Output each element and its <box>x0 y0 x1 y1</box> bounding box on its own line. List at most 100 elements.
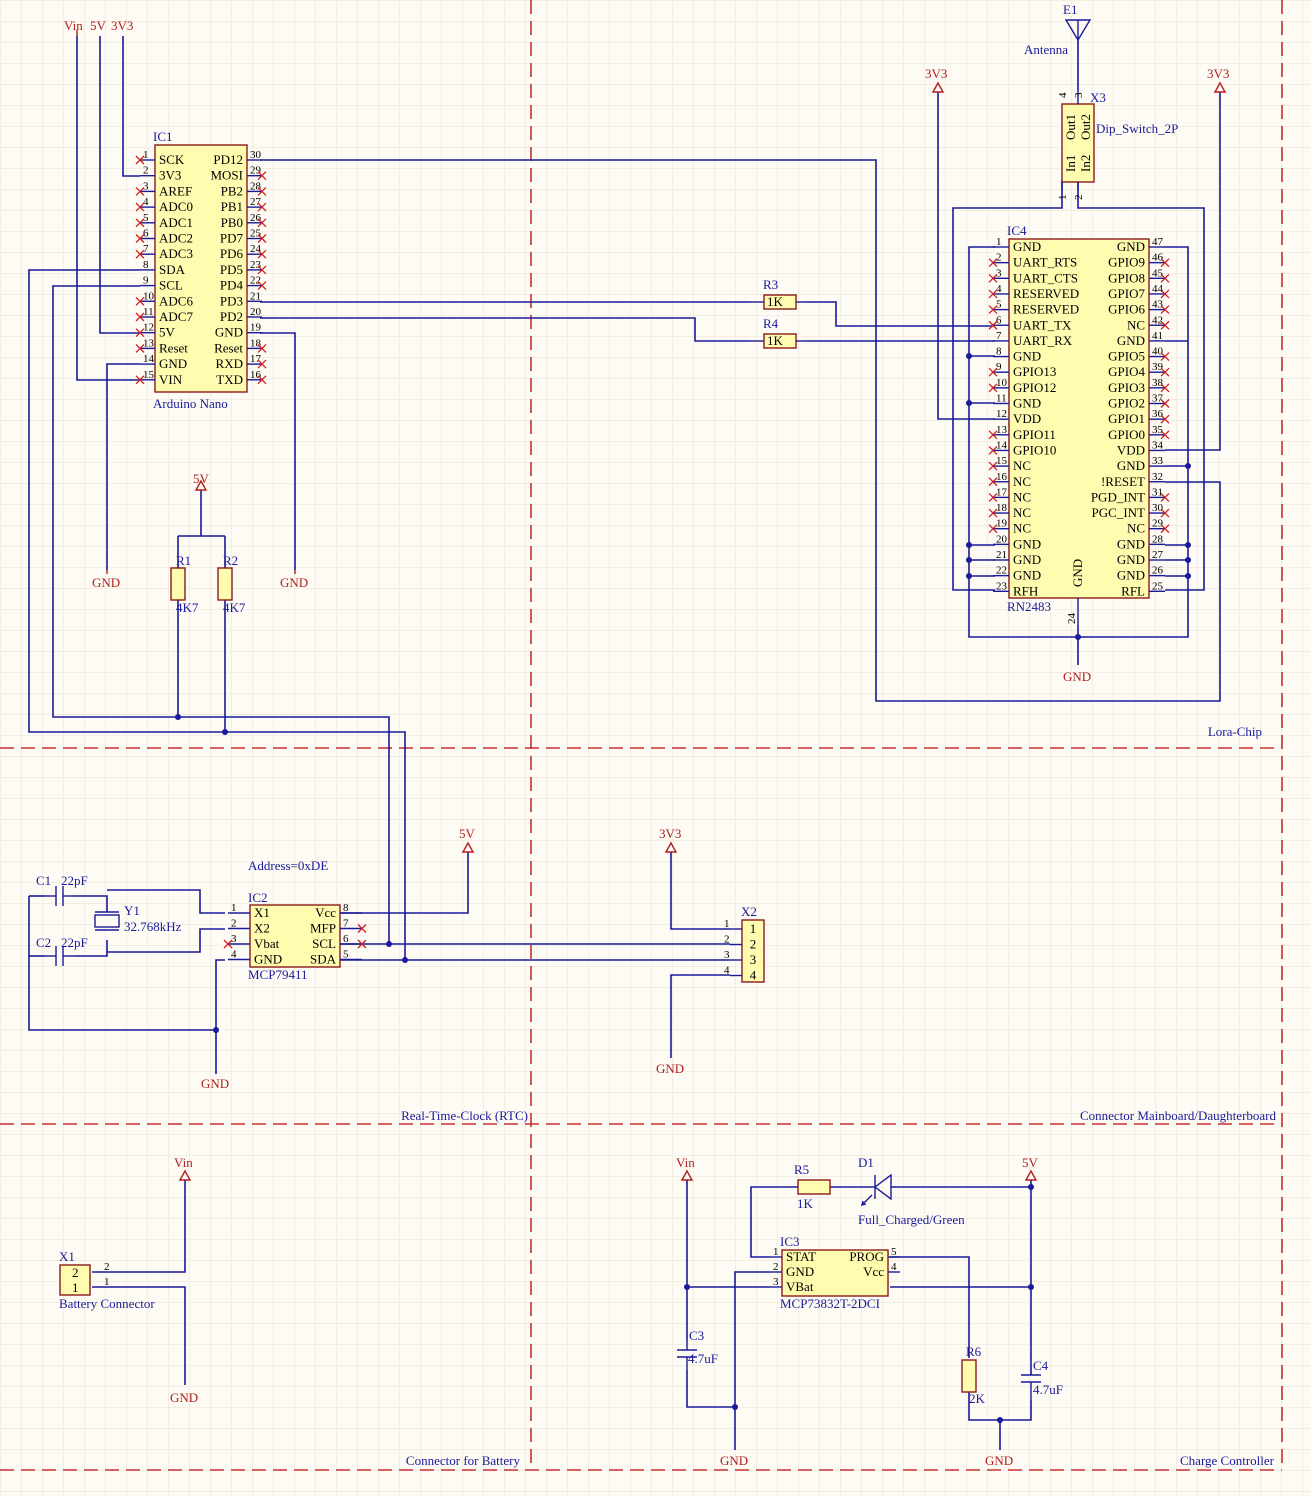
ic4-no-connect-mark <box>1160 305 1170 315</box>
ic3-left-pin-label: STAT <box>786 1249 816 1264</box>
ic1-right-pin-label: RXD <box>216 356 243 371</box>
svg-text:C1: C1 <box>36 873 51 888</box>
ic4-left-pin-num: 7 <box>996 330 1002 342</box>
ic2-no-connect-mark <box>223 939 233 949</box>
ic1-left-pin-num: 6 <box>143 228 149 240</box>
ic3-right-pin-label: Vcc <box>863 1264 884 1279</box>
ic4-name: RN2483 <box>1007 599 1051 614</box>
ic1-right-pin-label: GND <box>215 325 243 340</box>
ic1-left-pin-label: ADC0 <box>159 199 193 214</box>
ic2-left-pin-label: Vbat <box>254 936 280 951</box>
ic1-pins: SCK13V32AREF3ADC04ADC15ADC26ADC37SDA8SCL… <box>135 149 267 387</box>
ic2-left-pin-num: 1 <box>231 902 237 914</box>
ic4-gnd-inner: GND <box>1070 559 1085 587</box>
ic4-right-pin-label: GPIO4 <box>1108 364 1145 379</box>
ic4-left-pin-label: GND <box>1013 536 1041 551</box>
ic4-left-pin-num: 5 <box>996 299 1002 311</box>
d1-led: D1 Full_Charged/Green <box>858 1155 965 1227</box>
ic1-right-pin-label: PD5 <box>220 262 243 277</box>
power-port-vin-ic1: Vin <box>64 18 83 36</box>
ic1-no-connect-mark <box>257 249 267 259</box>
ic4-right-pin-label: GPIO7 <box>1108 286 1145 301</box>
zone-label-lora: Lora-Chip <box>1208 724 1262 739</box>
svg-text:X1: X1 <box>59 1249 75 1264</box>
ic4-right-pin-label: GPIO0 <box>1108 427 1145 442</box>
ic1-no-connect-mark <box>257 265 267 275</box>
power-port-3v3-conn: 3V3 <box>659 826 681 853</box>
x1-pin-label-1: 1 <box>72 1280 79 1295</box>
x3-pin-out2: Out2 <box>1078 114 1093 140</box>
svg-text:GND: GND <box>656 1061 684 1076</box>
ic1-right-pin-label: PD2 <box>220 309 243 324</box>
ic4-right-pin-label: GND <box>1117 552 1145 567</box>
ic1-no-connect-mark <box>257 218 267 228</box>
ic1-right-pin-label: PD4 <box>220 278 244 293</box>
ic1-no-connect-mark <box>257 281 267 291</box>
ic1-right-pin-num: 16 <box>250 369 262 381</box>
power-port-vin-charge: Vin <box>676 1155 695 1181</box>
power-port-3v3-rn-left: 3V3 <box>925 66 947 93</box>
ic1-right-pin-num: 17 <box>250 353 262 365</box>
ic4-no-connect-mark <box>1160 320 1170 330</box>
r4-resistor: R4 1K <box>750 316 806 349</box>
r3-resistor: R3 1K <box>750 277 806 310</box>
ic4-left-pin-label: UART_TX <box>1013 317 1072 332</box>
ic1-left-pin-num: 13 <box>143 337 155 349</box>
ic4-right-pin-num: 27 <box>1152 549 1164 561</box>
x3-num-2: 2 <box>1073 195 1085 201</box>
c3-capacitor: C3 4.7uF <box>677 1328 718 1370</box>
x2-pin-num: 3 <box>724 949 730 961</box>
ic4-right-pin-num: 45 <box>1152 267 1164 279</box>
svg-text:Vin: Vin <box>676 1155 695 1170</box>
power-port-3v3-rn-right: 3V3 <box>1207 66 1229 93</box>
ic4-right-pin-num: 29 <box>1152 518 1164 530</box>
ic4-no-connect-mark <box>1160 492 1170 502</box>
svg-text:2K: 2K <box>969 1391 986 1406</box>
ic1-left-pin-label: SDA <box>159 262 186 277</box>
ic1-right-pin-label: Reset <box>214 340 243 355</box>
ic4-right-pin-label: GPIO8 <box>1108 270 1145 285</box>
e1-designator: E1 <box>1063 2 1077 17</box>
svg-text:1K: 1K <box>767 333 784 348</box>
ic4-right-pin-label: GND <box>1117 536 1145 551</box>
ic4-right-pin-label: GPIO2 <box>1108 396 1145 411</box>
gnd-port-charge-right: GND <box>985 1453 1013 1468</box>
ic4-no-connect-mark <box>988 477 998 487</box>
ic2-name: MCP79411 <box>248 967 307 982</box>
ic1-left-pin-label: ADC7 <box>159 309 193 324</box>
ic1-no-connect-mark <box>135 249 145 259</box>
ic1-left-pin-label: ADC2 <box>159 231 193 246</box>
ic1-no-connect-mark <box>135 155 145 165</box>
ic4-no-connect-mark <box>1160 414 1170 424</box>
ic3-left-pin-num: 3 <box>773 1276 779 1288</box>
x1-pin-num-2: 2 <box>104 1261 110 1273</box>
ic4-right-pin-label: GPIO3 <box>1108 380 1145 395</box>
ic2-no-connect-mark <box>357 939 367 949</box>
ic4-left-pin-num: 2 <box>996 252 1002 264</box>
x1-battery-connector: X1 Battery Connector 2 1 2 1 <box>59 1249 155 1311</box>
ic4-right-pin-label: RFL <box>1121 583 1145 598</box>
ic4-no-connect-mark <box>1160 258 1170 268</box>
ic4-right-pin-num: 42 <box>1152 314 1163 326</box>
ic4-left-pin-label: NC <box>1013 489 1031 504</box>
ic4-right-pin-label: GND <box>1117 239 1145 254</box>
ic4-left-pin-num: 13 <box>996 424 1008 436</box>
gnd-port-conn: GND <box>656 1061 684 1076</box>
ic1-left-pin-num: 1 <box>143 149 149 161</box>
ic4-right-pin-num: 46 <box>1152 252 1164 264</box>
svg-text:R5: R5 <box>794 1162 809 1177</box>
power-port-5v-ic1: 5V <box>90 18 107 33</box>
ic4-no-connect-mark <box>1160 383 1170 393</box>
ic2-no-connect-mark <box>357 924 367 933</box>
ic4-right-pin-label: NC <box>1127 317 1145 332</box>
ic4-no-connect-mark <box>1160 524 1170 534</box>
ic1-no-connect-mark <box>135 343 145 353</box>
ic1-left-pin-label: SCK <box>159 152 185 167</box>
svg-text:C4: C4 <box>1033 1358 1049 1373</box>
ic1-left-pin-label: AREF <box>159 183 192 198</box>
r1-resistor: R1 4K7 <box>170 553 199 615</box>
svg-text:R4: R4 <box>763 316 779 331</box>
ic1-designator: IC1 <box>153 129 173 144</box>
